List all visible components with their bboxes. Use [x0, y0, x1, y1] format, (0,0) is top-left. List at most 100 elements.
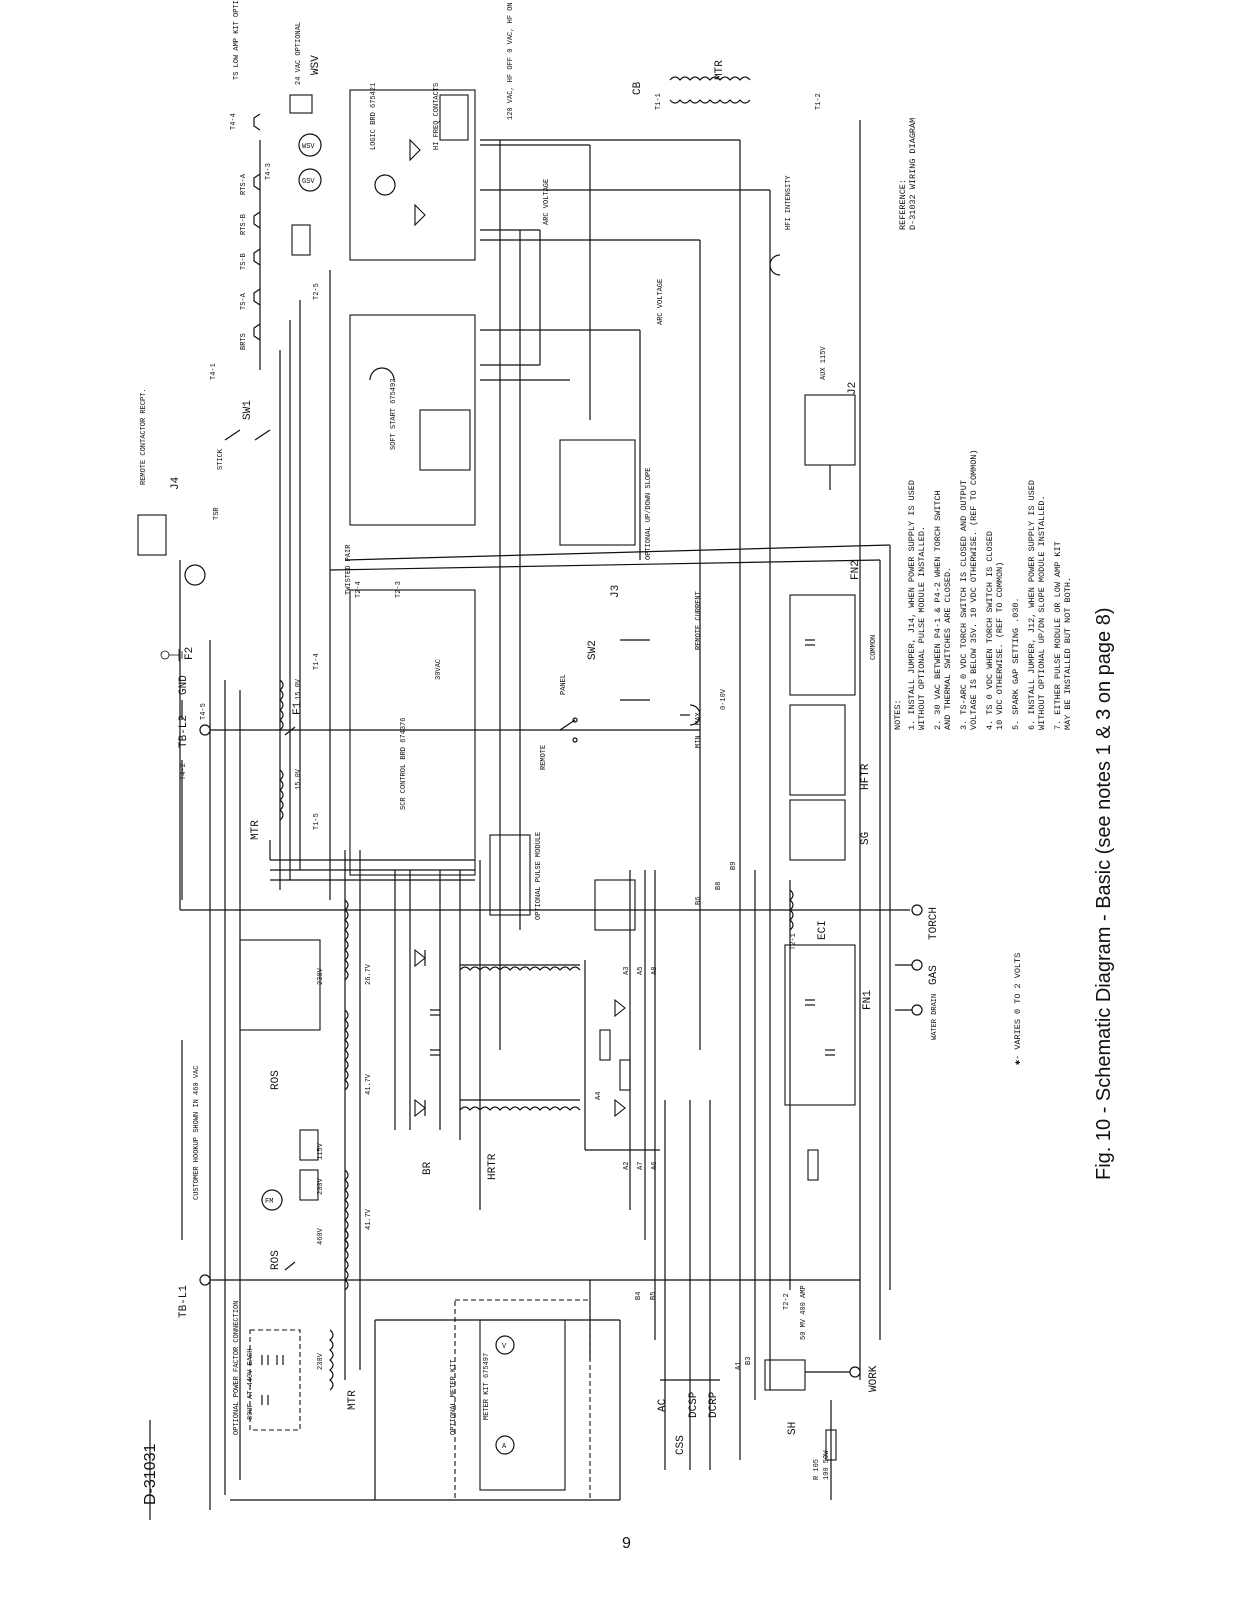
gas-terminal[interactable] — [911, 959, 923, 971]
remote-contactor-box — [137, 514, 167, 556]
shunt-rating-label: 50 MV 400 AMP — [800, 1285, 808, 1340]
reference-block: REFERENCE: D-31032 WIRING DIAGRAM — [898, 118, 918, 230]
work-terminal[interactable] — [849, 1366, 861, 1378]
input-terminals: TB-L1 TB-L2 GND CUSTOMER HOOKUP SHOWN IN… — [160, 649, 211, 1318]
water-drain-terminal[interactable] — [911, 1004, 923, 1016]
pulse-module-label: OPTIONAL PULSE MODULE — [535, 832, 543, 920]
sw1-label: SW1 — [242, 400, 254, 420]
tsr-relay-icon — [184, 564, 206, 586]
fn2-label: FN2 — [850, 560, 862, 580]
terminal-block — [299, 1129, 319, 1161]
voltage-label: 26.7V — [365, 963, 373, 985]
voltage-label: 15.0V — [295, 678, 303, 700]
mtr-coil-icon — [279, 769, 284, 821]
sg-label: SG — [860, 832, 872, 845]
switch-label: STICK — [217, 448, 225, 470]
torch-terminal[interactable] — [911, 904, 923, 916]
css-label: CSS — [675, 1435, 687, 1455]
torch-label: TORCH — [928, 907, 940, 940]
voltage-label: 41.7V — [365, 1208, 373, 1230]
capacitor-icon — [805, 639, 835, 1056]
main-transformer: 26.7V 41.7V 41.7V 230V — [239, 899, 373, 1291]
ros-label-upper: ROS — [270, 1070, 282, 1090]
hftr-box — [789, 704, 846, 796]
remote-contactor-label: REMOTE CONTACTOR RECPT. — [140, 388, 148, 485]
switch-label: RTS-B — [240, 214, 248, 235]
polarity-switch[interactable]: CSS AC DCSP DCRP — [657, 1379, 720, 1455]
meter-kit-box — [479, 1319, 566, 1491]
notes-block: NOTES: 1. INSTALL JUMPER, J14, WHEN POWE… — [893, 449, 1073, 730]
br-label: BR — [422, 1161, 434, 1175]
wsv-solenoid-icon: WSV — [298, 133, 322, 157]
soft-start-label: SOFT START 675492 — [390, 379, 398, 450]
water-drain-label: WATER DRAIN — [931, 994, 939, 1040]
gsv-solenoid-icon: GSV — [298, 168, 322, 192]
note-line: 7. EITHER PULSE MODULE OR LOW AMP KIT — [1053, 541, 1063, 730]
capacitor-icon — [430, 1009, 440, 1056]
gsv-icon-label: GSV — [302, 178, 315, 186]
tb-l2-terminal[interactable] — [199, 724, 211, 736]
thermal-switch-chain: TS LOW AMP KIT OPTIONAL BRTS TS-A TS-B R… — [233, 0, 261, 370]
work-label: WORK — [868, 1365, 880, 1392]
soft-start-switch-box — [419, 409, 471, 471]
node-label: T2-4 — [355, 581, 363, 598]
low-amp-kit-box — [594, 879, 636, 931]
hrtr-coil-icon — [459, 966, 581, 971]
logic-bd-label: LOGIC BRD 675421 — [370, 83, 378, 150]
selector-switch-icon[interactable] — [224, 429, 271, 441]
fn2-box — [789, 594, 856, 696]
pulse-module-box — [489, 834, 531, 916]
updown-slope-label: OPTIONAL UP/DOWN SLOPE — [645, 468, 653, 560]
eci-coil-icon — [789, 889, 794, 931]
resistor-icon — [599, 1029, 611, 1061]
tb-l1-terminal[interactable] — [199, 1274, 211, 1286]
transformer-primary-box — [239, 939, 321, 1031]
hf-intensity-pot-icon[interactable] — [769, 254, 781, 276]
potentiometer-icon[interactable] — [680, 704, 701, 726]
arc-voltage-label: ARC VOLTAGE — [543, 179, 551, 225]
hf-intensity-label: HFI INTENSITY — [785, 175, 793, 230]
scr-control-box — [349, 589, 476, 876]
selector-switch-icon[interactable] — [559, 717, 578, 743]
hrtr-label: HRTR — [487, 1153, 499, 1180]
mtr-label-bottom: MTR — [347, 1390, 359, 1410]
hftr-label: HFTR — [860, 763, 872, 790]
voltage-label: 15.0V — [295, 768, 303, 790]
node-label: T4-5 — [200, 703, 208, 720]
sg-box — [789, 799, 846, 861]
scr-diode-icon — [414, 948, 426, 1118]
wsv-icon-label: WSV — [302, 143, 315, 151]
aux-section: CB MTR HFI INTENSITY J2 AUX 115V — [632, 60, 859, 490]
resistor-icon — [291, 224, 311, 256]
note-line: 6. INSTALL JUMPER, J12, WHEN POWER SUPPL… — [1027, 480, 1037, 730]
voltage-label: 0-10V — [720, 688, 728, 710]
thermal-switch-icon — [253, 113, 261, 341]
resistor-icon — [289, 94, 313, 114]
note-line: WITHOUT OPTIONAL UP/DN SLOPE MODULE INST… — [1037, 495, 1047, 730]
cb-label: CB — [632, 81, 644, 95]
note-line: 3. TS-ARC 0 VDC TORCH SWITCH IS CLOSED A… — [959, 480, 969, 730]
ac-label: AC — [657, 1398, 669, 1412]
figure-title: Fig. 10 - Schematic Diagram - Basic (see… — [1093, 608, 1115, 1181]
voltage-label: 230V — [317, 967, 325, 985]
aux-115v-label: AUX 115V — [820, 346, 828, 380]
switch-label: TS-A — [240, 292, 248, 310]
bus-wires — [179, 120, 910, 1510]
node-label: A7 — [637, 1162, 645, 1170]
note-line: 5. SPARK GAP SETTING .030. — [1011, 597, 1021, 730]
transformer-node-labels: T1-1 T1-2 T1-4 T1-5 T2-1 T2-2 T2-3 T2-4 … — [180, 93, 823, 1310]
contactor-switch-icon[interactable] — [284, 726, 296, 1271]
node-label: T4-4 — [230, 113, 238, 130]
j4-label: J4 — [170, 476, 182, 490]
ammeter-icon: A — [495, 1435, 515, 1455]
node-label: T4-3 — [265, 163, 273, 180]
sw2-label: SW2 — [587, 640, 599, 660]
voltmeter-icon: V — [495, 1335, 515, 1355]
voltage-label: 200V — [317, 1177, 325, 1195]
soft-start-box — [349, 314, 476, 526]
ground-icon — [160, 649, 183, 661]
reference-label: REFERENCE: — [898, 179, 908, 230]
sw1-section: SW1 J4 STICK TSR REMOTE CONTACTOR RECPT. — [137, 388, 271, 586]
optional-meter-kit-label: OPTIONAL METER KIT — [450, 1359, 458, 1435]
